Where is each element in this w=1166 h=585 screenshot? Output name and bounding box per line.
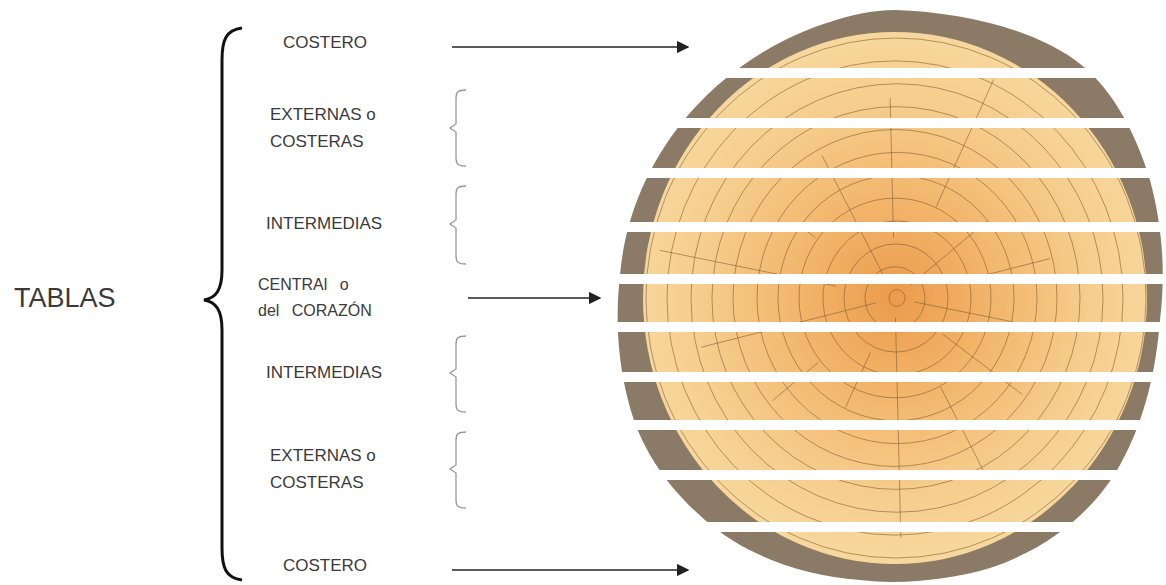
board-label: COSTERO: [283, 552, 423, 579]
saw-cut: [600, 372, 1166, 382]
saw-cut: [600, 222, 1166, 232]
board-label: INTERMEDIAS: [266, 359, 426, 386]
brace: [204, 28, 242, 580]
label-text: EXTERNAS o COSTERAS: [270, 101, 398, 155]
saw-cut: [600, 322, 1166, 332]
label-text: INTERMEDIAS: [266, 210, 426, 237]
label-text: COSTERO: [283, 552, 423, 579]
growth-ring: [712, 107, 1080, 490]
wood-ray: [941, 387, 987, 476]
saw-cut: [600, 470, 1166, 480]
saw-cut: [600, 274, 1166, 284]
saw-cut: [600, 68, 1166, 78]
leader-arrow: [452, 47, 688, 570]
growth-ring: [778, 175, 1014, 420]
label-text: CENTRAl o del CORAZÓN: [258, 272, 378, 323]
wood: [643, 32, 1147, 564]
label-text: EXTERNAS o COSTERAS: [270, 442, 398, 496]
growth-ring: [889, 290, 905, 307]
growth-ring: [733, 130, 1057, 467]
group-bracket: [450, 90, 466, 508]
bark: [618, 10, 1163, 582]
saw-cut: [600, 118, 1166, 128]
wood-ray: [936, 79, 994, 207]
saw-cut: [600, 168, 1166, 178]
board-label: EXTERNAS o COSTERAS: [270, 442, 398, 496]
wood-ray: [915, 302, 1013, 322]
label-text: INTERMEDIAS: [266, 359, 426, 386]
growth-ring: [823, 221, 971, 375]
board-label: COSTERO: [283, 29, 423, 56]
growth-ring: [667, 61, 1123, 535]
label-text: TABLAS: [14, 282, 174, 314]
saw-cut: [600, 420, 1166, 430]
board-label: INTERMEDIAS: [266, 210, 426, 237]
group-title: TABLAS: [14, 282, 174, 314]
saw-cut: [600, 522, 1166, 532]
label-text: COSTERO: [283, 29, 423, 56]
wood-ray: [943, 334, 1023, 394]
board-label: CENTRAl o del CORAZÓN: [258, 272, 378, 323]
board-label: EXTERNAS o COSTERAS: [270, 101, 398, 155]
growth-ring: [691, 84, 1103, 512]
